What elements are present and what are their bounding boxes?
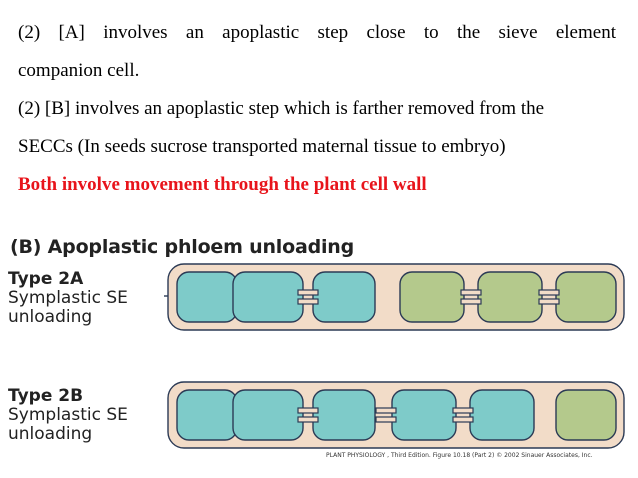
cell-2b-2 bbox=[232, 389, 304, 441]
cell-2a-6 bbox=[555, 271, 617, 323]
cell-2a-4 bbox=[399, 271, 465, 323]
figure-title: (B) Apoplastic phloem unloading bbox=[10, 236, 355, 258]
type-2a-label: Type 2A Symplastic SE unloading bbox=[8, 270, 128, 327]
text-line-4: SECCs (In seeds sucrose transported mate… bbox=[18, 136, 506, 157]
cell-2a-3 bbox=[312, 271, 376, 323]
text-line-2: companion cell. bbox=[18, 60, 140, 81]
cell-2a-5 bbox=[477, 271, 543, 323]
type-2b-line1: Symplastic SE bbox=[8, 405, 128, 425]
cell-2a-1 bbox=[176, 271, 238, 323]
type-2a-line1: Symplastic SE bbox=[8, 288, 128, 308]
highlight-line: Both involve movement through the plant … bbox=[18, 174, 427, 195]
cell-2b-5 bbox=[469, 389, 535, 441]
text-line-3: (2) [B] involves an apoplastic step whic… bbox=[18, 98, 545, 119]
type-2b-line2: unloading bbox=[8, 424, 93, 444]
cell-2b-3 bbox=[312, 389, 376, 441]
type-2b-name: Type 2B bbox=[8, 386, 84, 406]
text-line-1: (2) [A] involves an apoplastic step clos… bbox=[18, 22, 616, 43]
figure-caption: PLANT PHYSIOLOGY , Third Edition. Figure… bbox=[326, 452, 593, 459]
type-2a-row bbox=[164, 263, 625, 331]
type-2b-label: Type 2B Symplastic SE unloading bbox=[8, 387, 128, 444]
type-2a-line2: unloading bbox=[8, 307, 93, 327]
cell-rows-diagram bbox=[164, 263, 625, 449]
cell-2b-1 bbox=[176, 389, 238, 441]
phloem-unloading-figure: (B) Apoplastic phloem unloading Type 2A … bbox=[0, 228, 638, 478]
type-2a-name: Type 2A bbox=[8, 269, 84, 289]
type-2b-row bbox=[167, 381, 625, 449]
cell-2b-6 bbox=[555, 389, 617, 441]
cell-2b-4 bbox=[391, 389, 457, 441]
cell-2a-2 bbox=[232, 271, 304, 323]
